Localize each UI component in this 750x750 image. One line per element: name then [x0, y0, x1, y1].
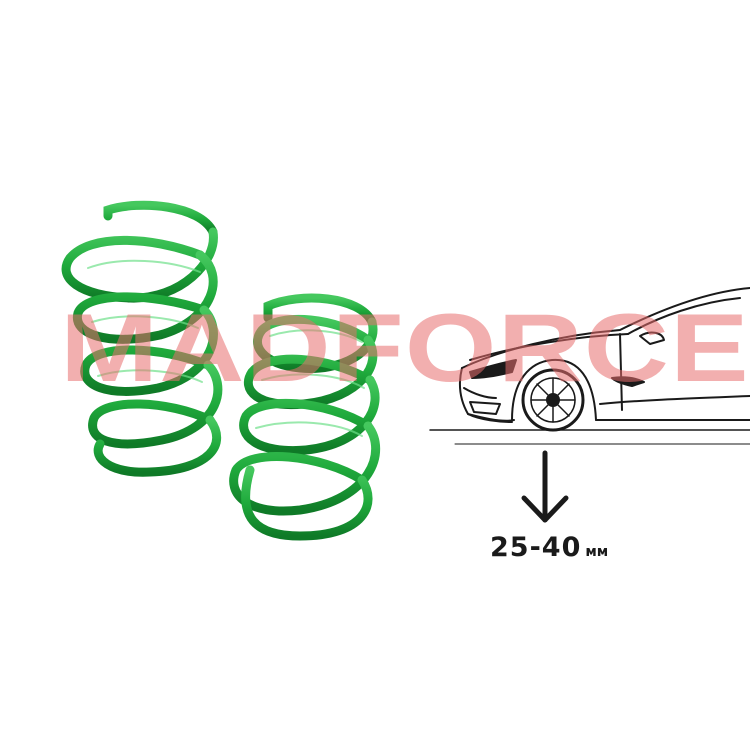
right-coil-spring — [229, 293, 381, 541]
arrow-down-icon — [521, 450, 569, 523]
car-outline-icon — [429, 287, 750, 445]
left-coil-spring — [61, 200, 223, 477]
lowering-unit: мм — [585, 544, 609, 560]
lowering-range: 25-40 — [490, 532, 582, 563]
